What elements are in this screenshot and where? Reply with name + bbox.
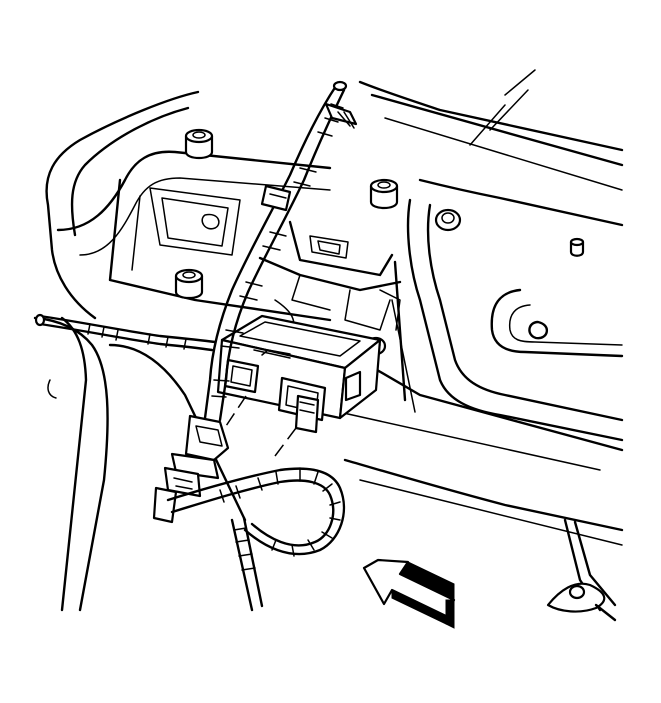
alignment-guide <box>221 395 297 461</box>
fastener-stud <box>369 178 399 210</box>
fastener-stud <box>569 237 585 257</box>
fastener-stud <box>184 128 214 160</box>
wiring-harness-loop <box>166 467 346 612</box>
fastener-stud <box>174 268 204 300</box>
electronic-control-module <box>216 314 382 434</box>
harness-connector <box>152 414 230 524</box>
fastener-stud <box>434 208 462 232</box>
wiring-harness-left <box>34 313 217 352</box>
pedal-bracket <box>546 518 617 622</box>
direction-arrow-icon <box>362 558 456 629</box>
wiring-harness-upper <box>203 80 358 422</box>
